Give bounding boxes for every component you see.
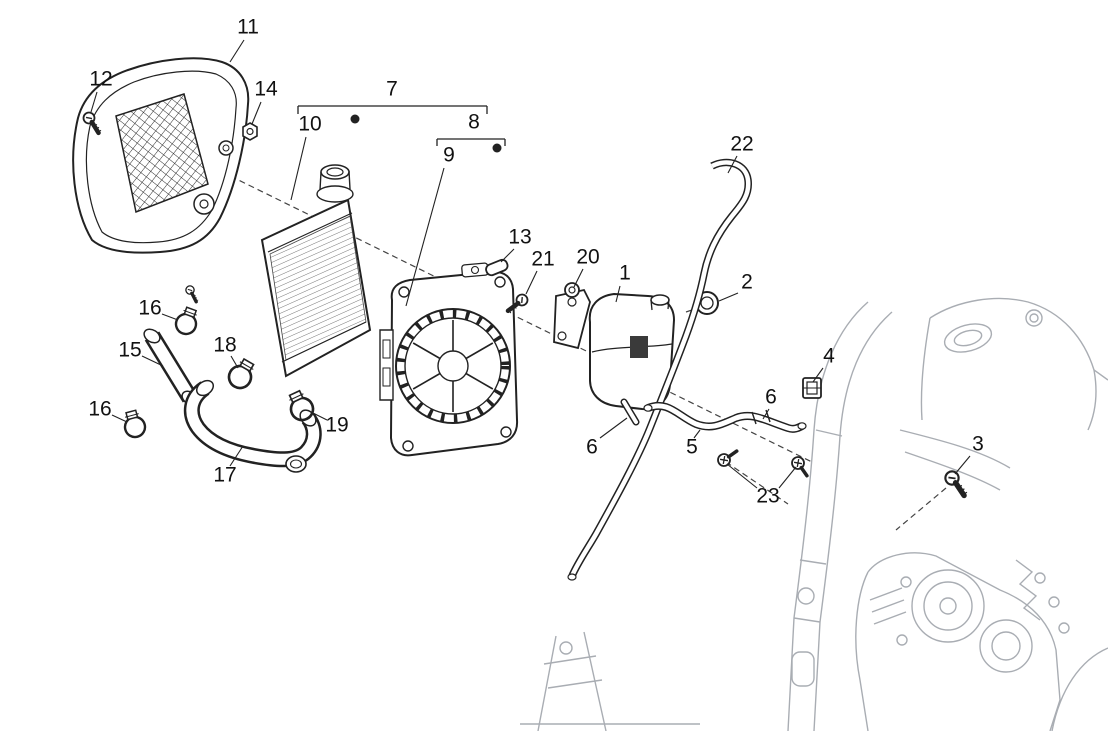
hose-clamp-16-upper (171, 304, 203, 339)
group-8-dot (492, 143, 502, 153)
group-bracket-8 (436, 138, 506, 153)
leader-line (615, 285, 621, 303)
leader-line (718, 292, 739, 302)
grille-mesh (115, 93, 209, 214)
leader-line (111, 414, 128, 423)
leader-line (229, 39, 245, 63)
leader-line (290, 136, 307, 201)
leader-line (726, 463, 758, 489)
leader-line (500, 248, 515, 263)
leader-line (812, 367, 824, 383)
grommet (564, 282, 580, 298)
leader-line (90, 91, 98, 113)
leader-line (525, 270, 538, 295)
leader-line (727, 155, 738, 174)
leader-line (954, 455, 971, 475)
tank-label-patch (630, 336, 648, 358)
leader-line (230, 355, 239, 369)
radiator-mount-screw (181, 283, 203, 304)
leader-line (141, 355, 164, 367)
radiator-filler-neck (316, 164, 354, 203)
fan-shroud (379, 262, 519, 457)
long-overflow-hose (567, 158, 752, 581)
hose-clamp-16-lower (119, 407, 149, 441)
rubber-pad (485, 258, 509, 277)
curved-water-hose (183, 379, 322, 473)
leader-line (693, 429, 701, 439)
leader-line (251, 101, 262, 125)
leader-layer (90, 39, 971, 489)
breather-hose (643, 402, 807, 433)
leader-line (229, 445, 244, 467)
group-bracket-7 (297, 105, 488, 124)
shroud-vents (396, 309, 510, 423)
clip-nut (802, 377, 822, 399)
fan-spokes (412, 320, 494, 412)
fixing-screw (715, 446, 739, 470)
leader-line (573, 268, 584, 288)
leader-line (778, 466, 797, 489)
radiator (260, 164, 372, 378)
leader-line (161, 313, 179, 321)
leader-line (762, 408, 770, 420)
hose-clamp-18 (223, 354, 260, 394)
frame-ghost (520, 297, 1108, 731)
nut (242, 122, 258, 141)
leader-line (599, 417, 628, 439)
radiator-grille-cover (72, 57, 250, 254)
expansion-tank (588, 292, 676, 426)
leader-line (310, 411, 328, 421)
group-7-dot (350, 114, 360, 124)
support-bracket (553, 282, 591, 350)
leader-line (405, 167, 445, 307)
